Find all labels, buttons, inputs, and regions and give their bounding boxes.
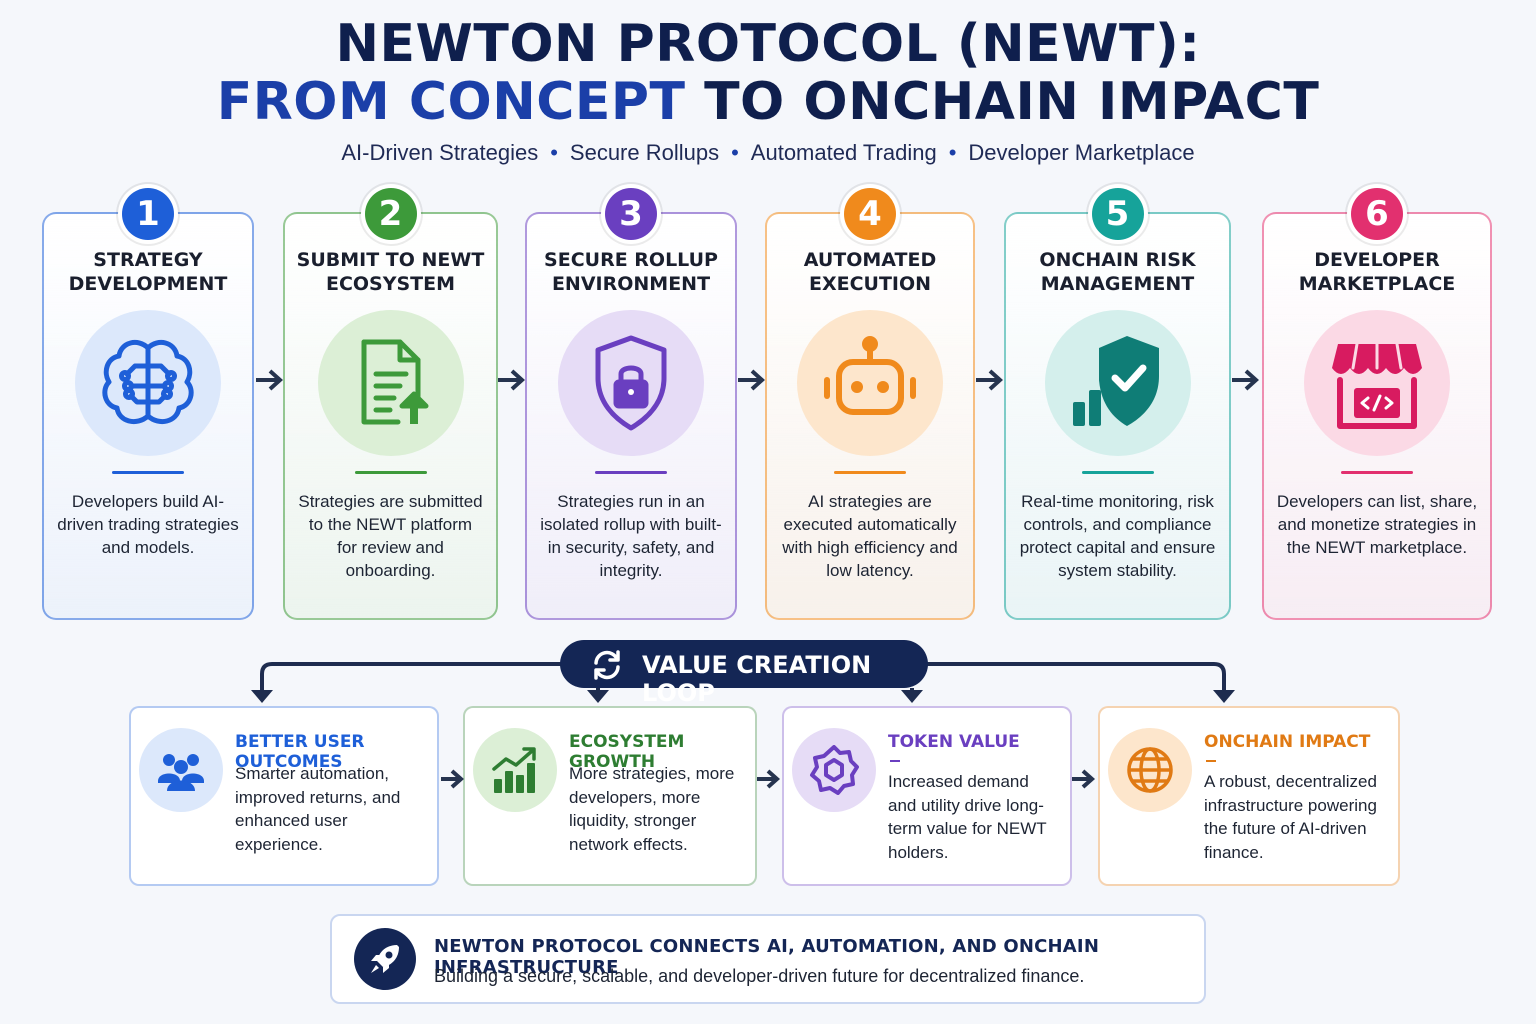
step-title: AUTOMATED EXECUTION [803,249,937,295]
title-dash [1206,760,1216,762]
tagline: AI-Driven Strategies • Secure Rollups • Auto… [0,140,1536,166]
outcome-description: More strategies, more developers, more l… [569,764,735,854]
step-title: SUBMIT TO NEWT ECOSYSTEM [296,249,485,295]
step-description: Real-time monitoring, risk controls, and… [1019,492,1216,580]
banner-title: NEWTON PROTOCOL CONNECTS AI, AUTOMATION,… [434,936,1100,978]
divider [1341,471,1413,474]
divider [112,471,184,474]
divider [354,471,427,474]
globe-icon [1108,728,1192,812]
step-number: 3 [605,188,657,240]
robot-icon [797,310,943,456]
outcome-description: A robust, decentralized infrastructure p… [1204,772,1377,862]
arrow-right-icon [1072,769,1096,789]
arrow-right-icon [738,369,765,391]
tag-item: Automated Trading [750,140,937,165]
step-description: Developers can list, share, and monetize… [1276,492,1478,557]
loop-connector [251,662,1235,703]
title-accent: FROM CONCEPT [216,72,686,132]
step-card-automated-execution: 4 AUTOMATED EXECUTION AI strategies are … [765,188,975,620]
step-number: 1 [122,188,174,240]
refresh-icon [594,650,620,680]
tag-item: Secure Rollups [569,140,720,165]
step-title: SECURE ROLLUP ENVIRONMENT [544,249,718,295]
step-title: DEVELOPER MARKETPLACE [1298,249,1456,295]
arrow-right-icon [976,369,1003,391]
step-description: AI strategies are executed automatically… [782,492,958,580]
outcome-title: ONCHAIN IMPACT [1204,732,1371,752]
growth-chart-icon [473,728,557,812]
arrow-right-icon [757,769,781,789]
tag-separator: • [550,140,558,165]
rocket-icon [354,928,416,990]
outcome-title: BETTER USER OUTCOMES [235,732,365,772]
divider [1081,471,1154,474]
divider [834,471,906,474]
document-upload-icon [317,310,464,456]
outcome-card-user-outcomes: BETTER USER OUTCOMES Smarter automation,… [129,706,439,886]
value-creation-loop-label: VALUE CREATION LOOP [560,640,928,707]
arrow-right-icon [256,369,283,391]
divider [595,471,667,474]
storefront-code-icon [1304,310,1450,456]
outcome-description: Increased demand and utility drive long-… [888,772,1047,862]
outcome-title: ECOSYSTEM GROWTH [569,732,685,772]
shield-lock-icon [558,310,704,456]
tag-separator: • [948,140,957,165]
step-description: Strategies are submitted to the NEWT pla… [298,492,483,580]
arrow-right-icon [441,769,465,789]
step-card-strategy-development: 1 STRATEGY DEVELOPMENT Developers build … [42,188,254,620]
step-number: 2 [364,188,417,240]
step-description: Strategies run in an isolated rollup wit… [540,492,722,580]
brain-circuit-icon [75,310,221,456]
step-card-submit: 2 SUBMIT TO NEWT ECOSYSTEM Strategies ar… [283,188,498,620]
title-rest: TO ONCHAIN IMPACT [685,72,1320,132]
arrow-right-icon [498,369,525,391]
outcome-card-onchain-impact: ONCHAIN IMPACT A robust, decentralized i… [1098,706,1400,886]
step-title: STRATEGY DEVELOPMENT [68,249,228,295]
outcome-card-ecosystem-growth: ECOSYSTEM GROWTH More strategies, more d… [463,706,757,886]
outcome-title: TOKEN VALUE [888,732,1020,752]
page-title-line1: NEWTON PROTOCOL (NEWT): [335,14,1201,74]
title-dash [890,760,900,762]
shield-check-chart-icon [1044,310,1191,456]
step-card-developer-marketplace: 6 DEVELOPER MARKETPLACE Developers can l… [1262,188,1492,620]
tag-separator: • [731,140,739,165]
outcome-card-token-value: TOKEN VALUE Increased demand and utility… [782,706,1072,886]
step-description: Developers build AI-driven trading strat… [57,492,239,557]
loop-title: VALUE CREATION LOOP [642,651,872,707]
summary-banner: NEWTON PROTOCOL CONNECTS AI, AUTOMATION,… [330,914,1206,1004]
step-card-risk-management: 5 ONCHAIN RISK MANAGEMENT Real-time moni… [1004,188,1231,620]
tag-item: Developer Marketplace [968,140,1195,165]
arrow-right-icon [1232,369,1259,391]
users-icon [139,728,223,812]
step-card-secure-rollup: 3 SECURE ROLLUP ENVIRONMENT Strategies r… [525,188,737,620]
step-number: 4 [844,188,896,240]
tag-item: AI-Driven Strategies [341,140,539,165]
outcome-description: Smarter automation, improved returns, an… [235,764,401,854]
token-icon [792,728,876,812]
step-number: 6 [1351,188,1403,240]
banner-description: Building a secure, scalable, and develop… [434,966,1085,986]
step-title: ONCHAIN RISK MANAGEMENT [1039,249,1196,295]
page-title-line2: FROM CONCEPT TO ONCHAIN IMPACT [0,72,1536,132]
step-number: 5 [1091,188,1144,240]
